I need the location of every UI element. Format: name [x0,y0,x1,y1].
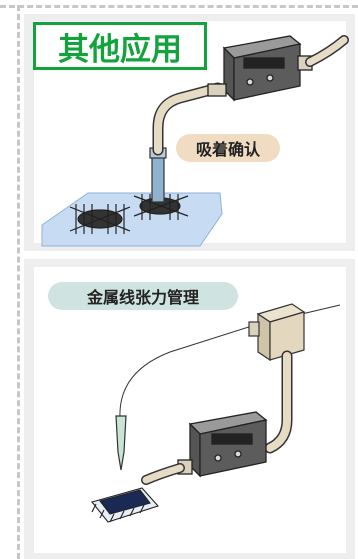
metal-wire [119,304,341,419]
capillary-tool [115,415,127,471]
title-box: 其他应用 [33,22,207,70]
label-wire-tension: 金属线张力管理 [48,282,238,310]
dashed-border-left [17,5,20,559]
page-title: 其他应用 [58,31,182,68]
ic-chip [91,487,159,523]
label-suction-check: 吸着确认 [176,134,280,162]
chip-left [69,204,131,234]
tension-unit [248,303,306,362]
pressure-sensor [207,35,313,102]
dashed-border-top [0,5,358,8]
pressure-sensor-2 [177,411,268,478]
